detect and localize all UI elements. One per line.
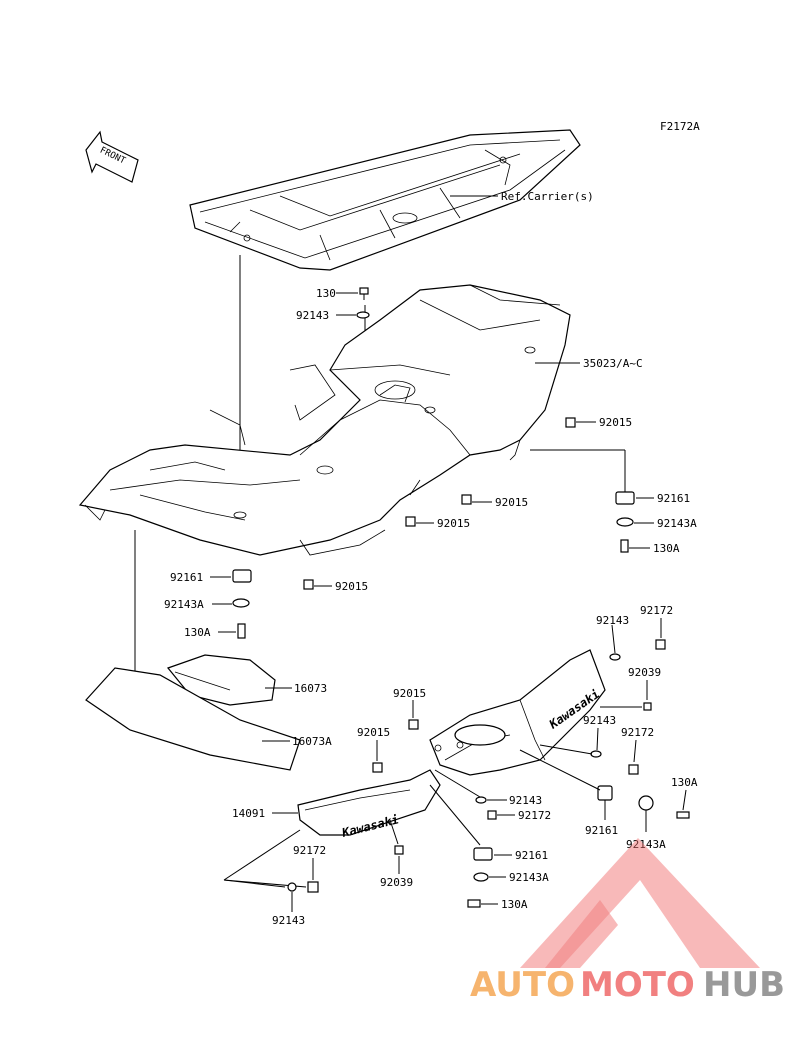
label-92143-m2: 92143 xyxy=(583,714,616,727)
washer-92143 xyxy=(609,653,621,661)
label-16073A: 16073A xyxy=(292,735,332,748)
label-130A-b: 130A xyxy=(501,898,528,911)
grommet-92161 xyxy=(597,785,613,801)
label-35023: 35023/A~C xyxy=(583,357,643,370)
watermark-moto: MOTO xyxy=(580,965,695,1005)
grommet-92161 xyxy=(615,491,635,505)
label-130A-l: 130A xyxy=(184,626,211,639)
washer-92143 xyxy=(287,882,297,892)
watermark-auto: AUTO xyxy=(470,965,575,1005)
rear-fender xyxy=(78,284,571,556)
label-130A-m: 130A xyxy=(671,776,698,789)
label-92143A-l: 92143A xyxy=(164,598,204,611)
figure-code: F2172A xyxy=(660,120,700,133)
label-92015-r1: 92015 xyxy=(599,416,632,429)
screw-92172 xyxy=(487,810,497,820)
side-cover-left xyxy=(297,769,441,836)
label-92039-m1: 92039 xyxy=(628,666,661,679)
clip-92015 xyxy=(565,417,576,428)
washer-92143 xyxy=(590,750,602,758)
label-92172-m3: 92172 xyxy=(518,809,551,822)
washer-92143 xyxy=(475,796,487,804)
grommet-92161 xyxy=(232,569,252,583)
label-130: 130 xyxy=(316,287,336,300)
label-92015-r3: 92015 xyxy=(437,517,470,530)
clip-92015 xyxy=(461,494,472,505)
label-92161-b: 92161 xyxy=(515,849,548,862)
label-92143-b: 92143 xyxy=(272,914,305,927)
label-92172-b: 92172 xyxy=(293,844,326,857)
mat-16073A xyxy=(85,667,301,771)
label-92143-top: 92143 xyxy=(296,309,329,322)
collar-92143A xyxy=(473,872,489,882)
label-92172-m2: 92172 xyxy=(621,726,654,739)
nut-92039 xyxy=(643,702,652,711)
label-92039-b: 92039 xyxy=(380,876,413,889)
front-arrow-icon: FRONT xyxy=(85,130,139,183)
screw-92172 xyxy=(307,881,319,893)
label-92143A-r: 92143A xyxy=(657,517,697,530)
bolt-130 xyxy=(359,287,369,300)
carrier-rack xyxy=(189,129,581,271)
collar-92143A xyxy=(232,598,250,608)
label-92143A-m: 92143A xyxy=(626,838,666,851)
label-92015-m5: 92015 xyxy=(393,687,426,700)
label-92143-m3: 92143 xyxy=(509,794,542,807)
clip-92015 xyxy=(303,579,314,590)
label-92172-m1: 92172 xyxy=(640,604,673,617)
label-92143A-b: 92143A xyxy=(509,871,549,884)
screw-92172 xyxy=(628,764,639,775)
ref-carrier-label: Ref.Carrier(s) xyxy=(501,190,594,203)
side-cover-right xyxy=(429,649,606,776)
bolt-130A xyxy=(467,899,481,908)
label-92161-m: 92161 xyxy=(585,824,618,837)
clip-92015 xyxy=(372,762,383,773)
washer-92143 xyxy=(356,311,370,319)
watermark-logo-icon xyxy=(520,838,760,968)
watermark-hub: HUB xyxy=(703,965,785,1005)
nut-92039 xyxy=(394,845,404,855)
collar-92143A xyxy=(638,795,654,811)
label-92161-l: 92161 xyxy=(170,571,203,584)
collar-92143A xyxy=(616,517,634,527)
screw-92172 xyxy=(655,639,666,650)
watermark: AUTO MOTO HUB xyxy=(470,838,785,1005)
label-92161-r: 92161 xyxy=(657,492,690,505)
bolt-130A xyxy=(237,623,246,639)
bolt-130A xyxy=(620,539,629,553)
label-16073: 16073 xyxy=(294,682,327,695)
label-92015-m6: 92015 xyxy=(357,726,390,739)
label-130A-r: 130A xyxy=(653,542,680,555)
label-92015-r2: 92015 xyxy=(495,496,528,509)
clip-92015 xyxy=(405,516,416,527)
bolt-130A xyxy=(676,811,690,819)
label-14091: 14091 xyxy=(232,807,265,820)
label-92015-r4: 92015 xyxy=(335,580,368,593)
clip-92015 xyxy=(408,719,419,730)
label-92143-m1: 92143 xyxy=(596,614,629,627)
grommet-92161 xyxy=(473,847,493,861)
